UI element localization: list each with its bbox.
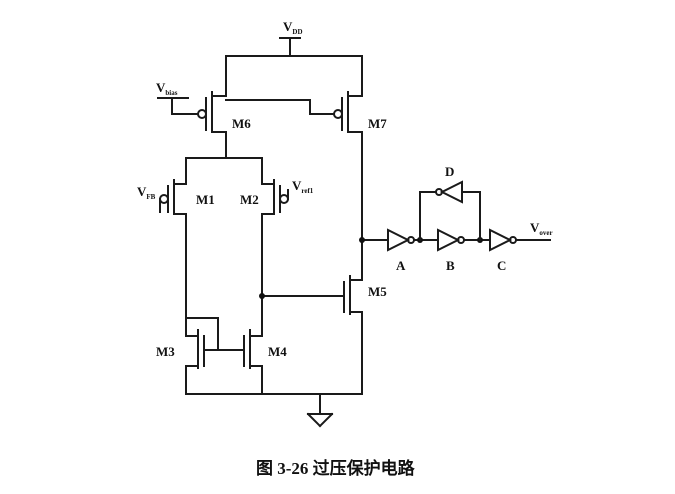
inverter-a-label: A — [396, 258, 406, 273]
transistor-m2: M2 — [240, 157, 289, 337]
vfb-label: VFB — [137, 184, 156, 201]
ground — [185, 393, 363, 428]
m2-label: M2 — [240, 192, 259, 207]
inverter-b: B — [437, 228, 491, 273]
junction-m2-drain — [259, 293, 265, 299]
vdd-terminal: VDD — [279, 19, 303, 57]
junction-output-node — [359, 237, 365, 243]
transistor-m5: M5 — [339, 239, 387, 395]
m6-label: M6 — [232, 116, 251, 131]
transistor-m4: M4 — [243, 329, 287, 395]
vbias-label: Vbias — [156, 80, 178, 97]
m1-label: M1 — [196, 192, 215, 207]
transistor-m1: M1 — [159, 157, 215, 319]
vref-label: Vref1 — [292, 178, 314, 195]
transistor-m6: M6 — [157, 91, 251, 159]
inverter-c: C — [489, 228, 551, 273]
figure-caption: 图 3-26 过压保护电路 — [256, 458, 416, 478]
vover-label: Vover — [530, 220, 553, 237]
m7-label: M7 — [368, 116, 387, 131]
inverter-d: D — [419, 164, 481, 241]
svg-text:VDD: VDD — [283, 19, 303, 36]
m5-label: M5 — [368, 284, 387, 299]
transistor-m7: M7 — [225, 91, 387, 241]
inverter-a: A — [387, 228, 439, 273]
vdd-rail — [225, 55, 363, 97]
inverter-b-label: B — [446, 258, 455, 273]
transistor-m3: M3 — [156, 317, 245, 395]
inverter-d-label: D — [445, 164, 454, 179]
inverter-c-label: C — [497, 258, 506, 273]
m3-label: M3 — [156, 344, 175, 359]
m4-label: M4 — [268, 344, 287, 359]
